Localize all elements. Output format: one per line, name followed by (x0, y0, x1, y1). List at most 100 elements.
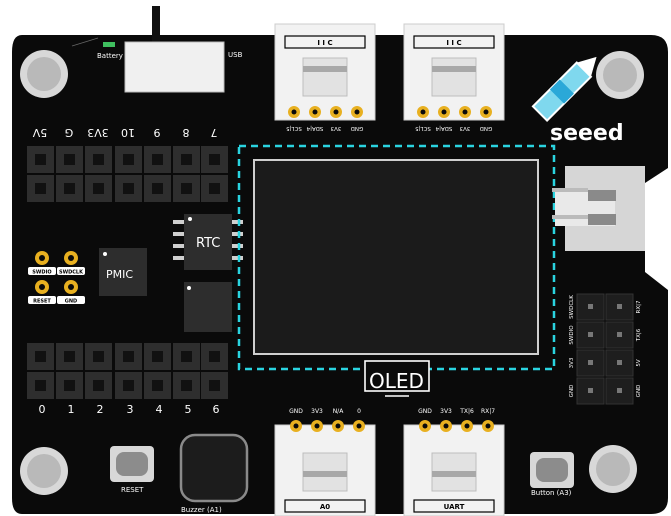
rtc-label: RTC (196, 236, 220, 251)
bottom-connector-1-pin-label: 3V3 (311, 408, 323, 415)
bottom-header-pin-hole (152, 351, 163, 362)
top-connector-1-pin-label: SCL|5 (286, 125, 302, 131)
bottom-header-pin-hole (209, 380, 220, 391)
buzzer-label: Buzzer (A1) (181, 506, 222, 514)
oled-region (237, 144, 556, 371)
bottom-header-pin-hole (93, 351, 104, 362)
top-header-pin-hole (64, 154, 75, 165)
bottom-connector-1-pin-label: GND (289, 408, 303, 415)
button-a3-label: Button (A3) (531, 489, 572, 497)
top-header-label: 10 (121, 126, 135, 139)
ic-chip (184, 282, 232, 332)
bottom-connector-2-pin-label: 3V3 (440, 408, 452, 415)
top-header-pin-hole (181, 183, 192, 194)
top-header-pin-hole (35, 154, 46, 165)
top-header-pin-hole (93, 154, 104, 165)
battery-label: Battery (97, 52, 123, 60)
top-connector-1-label: I I C (317, 39, 332, 47)
bottom-connector-2-pin-label: GND (418, 408, 432, 415)
top-header-pin-hole (123, 183, 134, 194)
pmic-chip (99, 248, 147, 296)
top-header-pin-hole (64, 183, 75, 194)
top-header-label: 5V (32, 126, 47, 139)
swd-pad-label: GND (65, 299, 77, 305)
side-connector (552, 166, 645, 251)
pencil-icon (531, 56, 597, 122)
right-header-label: 3V3 (569, 357, 575, 368)
mounting-hole-bl (20, 447, 68, 495)
right-header-pin[interactable] (576, 293, 605, 321)
top-header-pin-hole (181, 154, 192, 165)
bottom-header-pin-hole (181, 380, 192, 391)
right-header-label: SWDIO (569, 325, 575, 345)
top-header-label: 7 (211, 126, 218, 139)
top-connector-2-pin-label: SCL|5 (415, 125, 431, 131)
buzzer (179, 433, 249, 503)
top-header-pin-hole (209, 154, 220, 165)
battery-led (103, 42, 115, 47)
battery-wire (71, 37, 99, 47)
top-header-pin-hole (152, 154, 163, 165)
bottom-header-pin-hole (64, 351, 75, 362)
bottom-header-label: 3 (127, 403, 134, 416)
bottom-header-label: 5 (185, 403, 192, 416)
right-header-label: RX|7 (636, 300, 642, 313)
bottom-header-label: 2 (97, 403, 104, 416)
top-connector-1-pin-label: SDA|4 (306, 125, 323, 131)
swd-pad-label: SWDIO (32, 270, 51, 276)
bottom-header-pin-hole (123, 351, 134, 362)
usb-connector[interactable] (124, 41, 225, 93)
top-connector-1-pin-label: 3V3 (330, 125, 341, 131)
oled-screen (253, 159, 539, 355)
bottom-header-pin-hole (35, 380, 46, 391)
usb-cable (152, 6, 160, 46)
swd-pad-label: SWDCLK (59, 270, 84, 276)
mounting-hole-br (589, 445, 637, 493)
bottom-connector-2-pin-label: TX|6 (459, 408, 474, 415)
top-header-pin-hole (123, 154, 134, 165)
button-a3[interactable] (530, 452, 574, 488)
bottom-header-label: 0 (39, 403, 46, 416)
pmic-label: PMIC (106, 268, 133, 281)
swd-pad-label: RESET (33, 299, 51, 305)
oled-icon (364, 360, 430, 392)
top-connector-2-label: I I C (446, 39, 461, 47)
bottom-connector-1-label: A0 (320, 503, 330, 511)
top-connector-1-pin-label: GND (351, 125, 364, 131)
bottom-header-pin-hole (64, 380, 75, 391)
top-header-label: 3V3 (87, 126, 109, 139)
top-header-pin-hole (209, 183, 220, 194)
bottom-header-label: 4 (156, 403, 163, 416)
top-header-label: 8 (183, 126, 190, 139)
top-connector-2-pin-label: 3V3 (459, 125, 470, 131)
right-header-label: 5V (636, 359, 642, 366)
bottom-header-pin-hole (209, 351, 220, 362)
top-connector-2-pin-label: GND (480, 125, 493, 131)
bottom-header-pin-hole (152, 380, 163, 391)
bottom-connector-2-label: UART (444, 503, 465, 511)
bottom-header-pin-hole (123, 380, 134, 391)
top-header-label: 9 (154, 126, 161, 139)
brand-logo: seeed (550, 121, 624, 146)
bottom-connector-1-pin-label: N/A (333, 408, 345, 415)
bottom-connector-1-pin-label: 0 (357, 408, 361, 415)
right-header-label: GND (636, 385, 642, 398)
bottom-header-pin-hole (35, 351, 46, 362)
reset-label: RESET (121, 486, 144, 494)
top-header-pin-hole (35, 183, 46, 194)
usb-label: USB (228, 51, 243, 59)
top-connector-2-pin-label: SDA|4 (435, 125, 452, 131)
bottom-header-label: 6 (213, 403, 220, 416)
top-header-pin-hole (152, 183, 163, 194)
reset-button[interactable] (110, 446, 154, 482)
right-header-pin[interactable] (576, 377, 605, 405)
right-header-label: TX|6 (636, 328, 642, 342)
mounting-hole-tl (20, 50, 68, 98)
bottom-header-pin-hole (181, 351, 192, 362)
mounting-hole-tr (596, 51, 644, 99)
bottom-header-pin-hole (93, 380, 104, 391)
bottom-connector-2-pin-label: RX|7 (481, 408, 495, 415)
right-header-label: GND (569, 385, 575, 398)
bottom-header-label: 1 (68, 403, 75, 416)
right-header-pin[interactable] (576, 321, 605, 349)
